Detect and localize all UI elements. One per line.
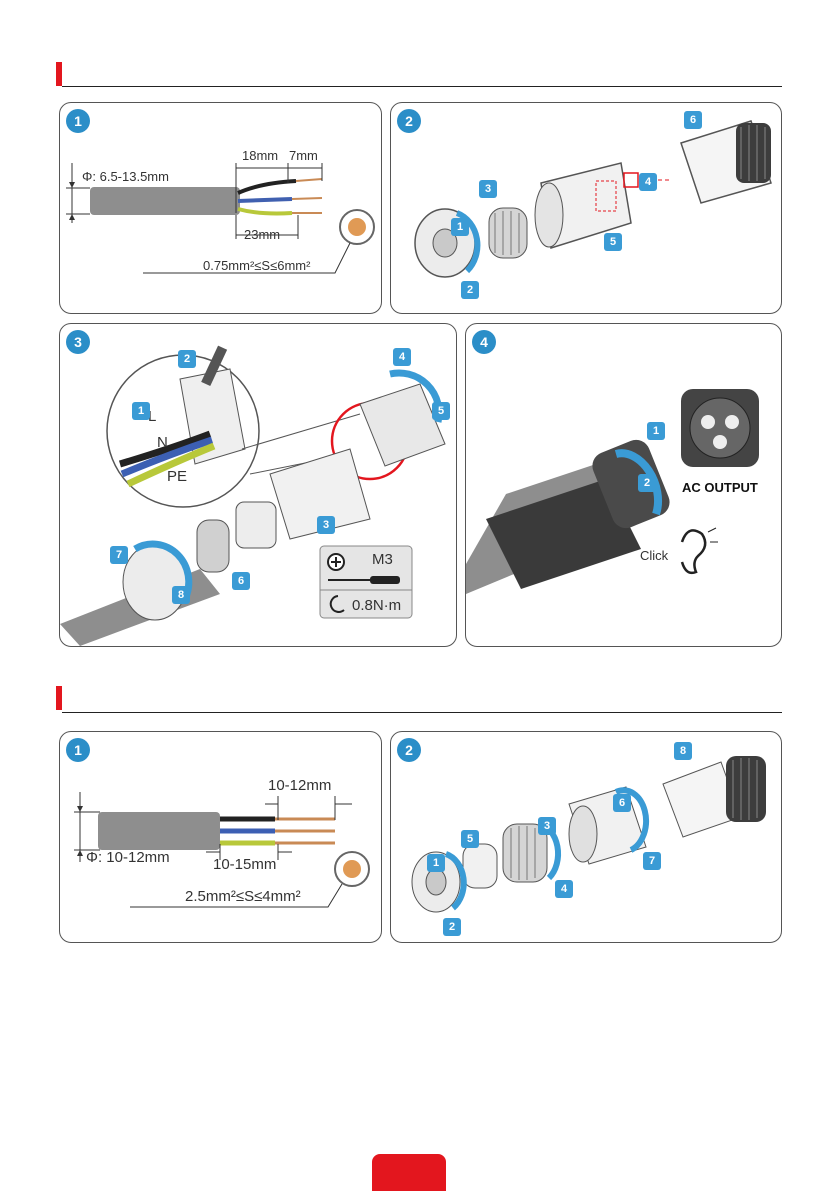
step-arrow-2: 2 xyxy=(443,918,461,936)
cable-diameter-label: Φ: 10-12mm xyxy=(86,849,170,866)
cross-section-label: 0.75mm²≤S≤6mm² xyxy=(203,258,310,273)
step-arrow-7: 7 xyxy=(643,852,661,870)
step-arrow-5: 5 xyxy=(604,233,622,251)
wire-label-pe: PE xyxy=(167,468,187,485)
panel-a4-plug-in: 4 AC OUTPUT Click 1 2 xyxy=(465,323,782,647)
step-arrow-1: 1 xyxy=(647,422,665,440)
strip-ground-label: 23mm xyxy=(244,227,280,242)
cable-strip-illustration xyxy=(60,103,381,313)
wire-label-n: N xyxy=(157,434,168,451)
step-arrow-3: 3 xyxy=(479,180,497,198)
panel-a1-strip-cable: 1 Φ: 6.5-13.5mm 18mm 7mm 23mm 0.75mm²≤S≤… xyxy=(59,102,382,314)
step-arrow-2: 2 xyxy=(461,281,479,299)
connector-parts-illustration xyxy=(391,732,781,942)
step-arrow-2: 2 xyxy=(638,474,656,492)
torque-value-label: 0.8N·m xyxy=(352,597,401,614)
step-arrow-8: 8 xyxy=(674,742,692,760)
panel-a2-disassemble: 2 1 2 3 4 5 6 xyxy=(390,102,782,314)
cross-section-label: 2.5mm²≤S≤4mm² xyxy=(185,888,301,905)
step-arrow-6: 6 xyxy=(684,111,702,129)
step-arrow-1: 1 xyxy=(427,854,445,872)
panel-b1-strip-cable: 1 10-12mm 10-15mm Φ: 10-12mm 2.5mm²≤S≤4m… xyxy=(59,731,382,943)
section-a-marker xyxy=(56,62,62,86)
step-arrow-7: 7 xyxy=(110,546,128,564)
step-arrow-3: 3 xyxy=(538,817,556,835)
step-arrow-1: 1 xyxy=(132,402,150,420)
step-arrow-1: 1 xyxy=(451,218,469,236)
screwdriver-size-label: M3 xyxy=(372,551,393,568)
strip-outer-label: 18mm xyxy=(242,148,278,163)
step-arrow-4: 4 xyxy=(393,348,411,366)
ac-output-label: AC OUTPUT xyxy=(682,480,758,495)
step-arrow-2: 2 xyxy=(178,350,196,368)
step-arrow-6: 6 xyxy=(232,572,250,590)
step-arrow-4: 4 xyxy=(555,880,573,898)
step-arrow-5: 5 xyxy=(461,830,479,848)
panel-a3-wiring: 3 L N PE M3 0.8N·m xyxy=(59,323,457,647)
step-arrow-3: 3 xyxy=(317,516,335,534)
connector-parts-illustration xyxy=(391,103,781,313)
section-a-rule xyxy=(62,86,782,87)
step-arrow-4: 4 xyxy=(639,173,657,191)
step-arrow-5: 5 xyxy=(432,402,450,420)
cable-strip-illustration xyxy=(60,732,381,942)
strip-copper-label: 10-12mm xyxy=(268,777,331,794)
step-arrow-8: 8 xyxy=(172,586,190,604)
strip-jacket-label: 10-15mm xyxy=(213,856,276,873)
cable-diameter-label: Φ: 6.5-13.5mm xyxy=(82,169,169,184)
strip-inner-label: 7mm xyxy=(289,148,318,163)
click-label: Click xyxy=(640,548,668,563)
section-b-rule xyxy=(62,712,782,713)
step-arrow-6: 6 xyxy=(613,794,631,812)
page-number-tab xyxy=(372,1154,446,1191)
section-b-marker xyxy=(56,686,62,710)
panel-b2-disassemble: 2 1 2 3 4 5 6 7 8 xyxy=(390,731,782,943)
